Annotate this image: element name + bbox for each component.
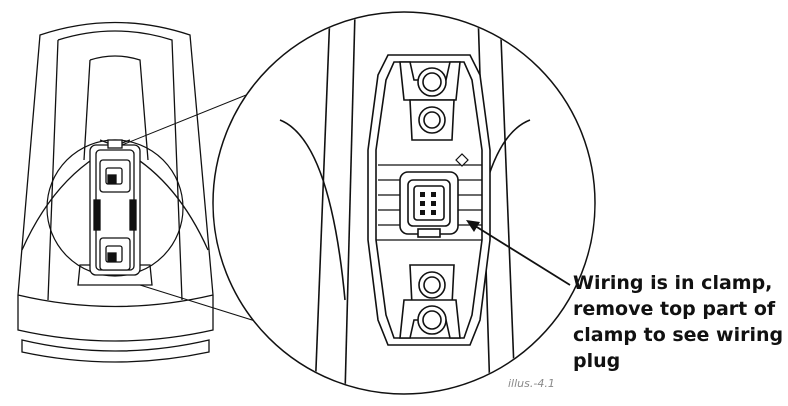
wiring-plug	[399, 171, 459, 238]
callout-line-4: plug	[573, 350, 621, 372]
bottom-fastener	[399, 264, 461, 339]
top-fastener	[399, 61, 461, 141]
illustration-number: illus.-4.1	[508, 377, 555, 390]
magnified-clamp	[279, 13, 531, 393]
clamp-overview	[89, 139, 141, 276]
orientation-mark	[455, 153, 469, 167]
callout-line-3: clamp to see wiring	[573, 324, 784, 346]
callout-text: Wiring is in clamp, remove top part of c…	[573, 270, 783, 374]
callout-line-2: remove top part of	[573, 298, 776, 320]
callout-arrow	[466, 220, 571, 286]
callout-line-1: Wiring is in clamp,	[573, 272, 773, 294]
